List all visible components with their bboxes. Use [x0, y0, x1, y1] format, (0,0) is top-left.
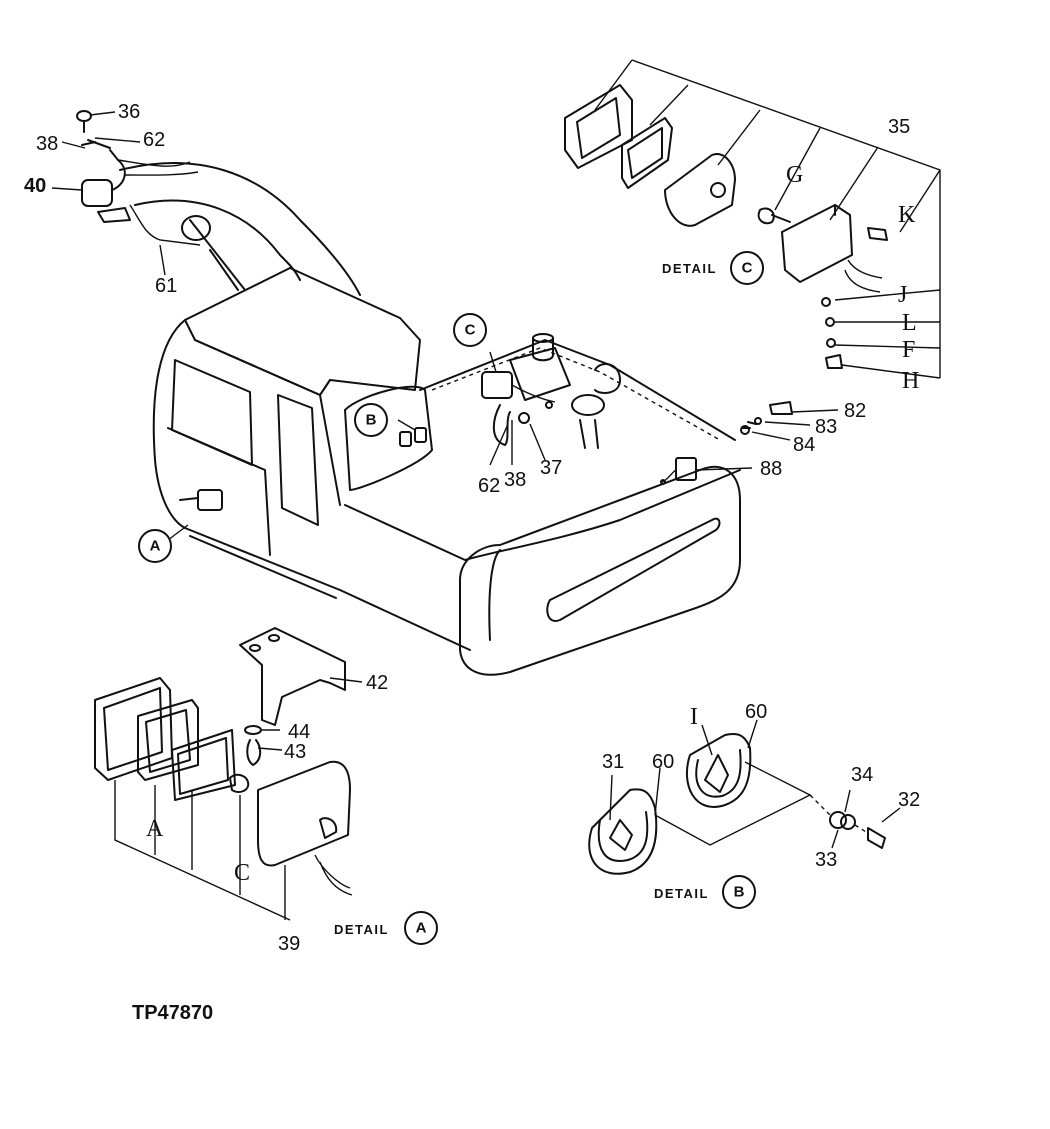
callout-38b: 38 — [504, 469, 526, 491]
detail-a-assembly — [94, 627, 353, 921]
callout-84: 84 — [793, 434, 815, 456]
callout-c-detail: C — [234, 860, 250, 886]
callout-32: 32 — [898, 789, 920, 811]
callout-62b: 62 — [478, 475, 500, 497]
svg-text:C: C — [742, 260, 753, 277]
callout-35: 35 — [888, 116, 910, 138]
figure-id: TP47870 — [132, 1002, 213, 1024]
detail-b-label: DETAIL B — [654, 875, 756, 909]
svg-text:A: A — [416, 920, 427, 937]
callout-37: 37 — [540, 457, 562, 479]
detail-a-label: DETAIL A — [334, 911, 438, 945]
detail-b-assembly — [588, 732, 886, 875]
callout-61: 61 — [155, 275, 177, 297]
callout-62: 62 — [143, 129, 165, 151]
callout-40: 40 — [24, 175, 46, 197]
svg-text:C: C — [465, 322, 476, 339]
callout-60: 60 — [652, 751, 674, 773]
callout-43: 43 — [284, 741, 306, 763]
callout-34: 34 — [851, 764, 873, 786]
callout-h: H — [902, 368, 919, 394]
detail-c-assembly — [564, 59, 941, 379]
callout-42: 42 — [366, 672, 388, 694]
callout-j: J — [898, 282, 907, 308]
machine-upper-structure — [119, 162, 793, 676]
callout-g: G — [786, 162, 803, 188]
callout-33: 33 — [815, 849, 837, 871]
svg-text:DETAIL: DETAIL — [334, 922, 389, 937]
callout-k: K — [898, 202, 916, 228]
callout-38: 38 — [36, 133, 58, 155]
callout-44: 44 — [288, 721, 310, 743]
callout-a-detail: A — [146, 816, 164, 842]
callout-f: F — [902, 337, 915, 363]
svg-text:DETAIL: DETAIL — [654, 886, 709, 901]
svg-text:DETAIL: DETAIL — [662, 261, 717, 276]
callout-i: I — [690, 704, 698, 730]
callout-60b: 60 — [745, 701, 767, 723]
detail-c-label: DETAIL C — [662, 251, 764, 285]
boom-lamp-assembly — [76, 110, 201, 246]
callout-labels: 36 38 62 40 61 35 G K J L F H 62 38 37 8… — [24, 101, 920, 955]
svg-text:B: B — [366, 412, 377, 429]
callout-88: 88 — [760, 458, 782, 480]
callout-82: 82 — [844, 400, 866, 422]
callout-39: 39 — [278, 933, 300, 955]
callout-l: L — [902, 310, 917, 336]
callout-31: 31 — [602, 751, 624, 773]
svg-text:B: B — [734, 884, 745, 901]
callout-83: 83 — [815, 416, 837, 438]
view-marker-a: A — [138, 529, 172, 563]
svg-text:A: A — [150, 538, 161, 555]
callout-36: 36 — [118, 101, 140, 123]
view-marker-b: B — [354, 403, 388, 437]
leader-lines — [51, 111, 901, 849]
view-marker-c: C — [453, 313, 487, 347]
